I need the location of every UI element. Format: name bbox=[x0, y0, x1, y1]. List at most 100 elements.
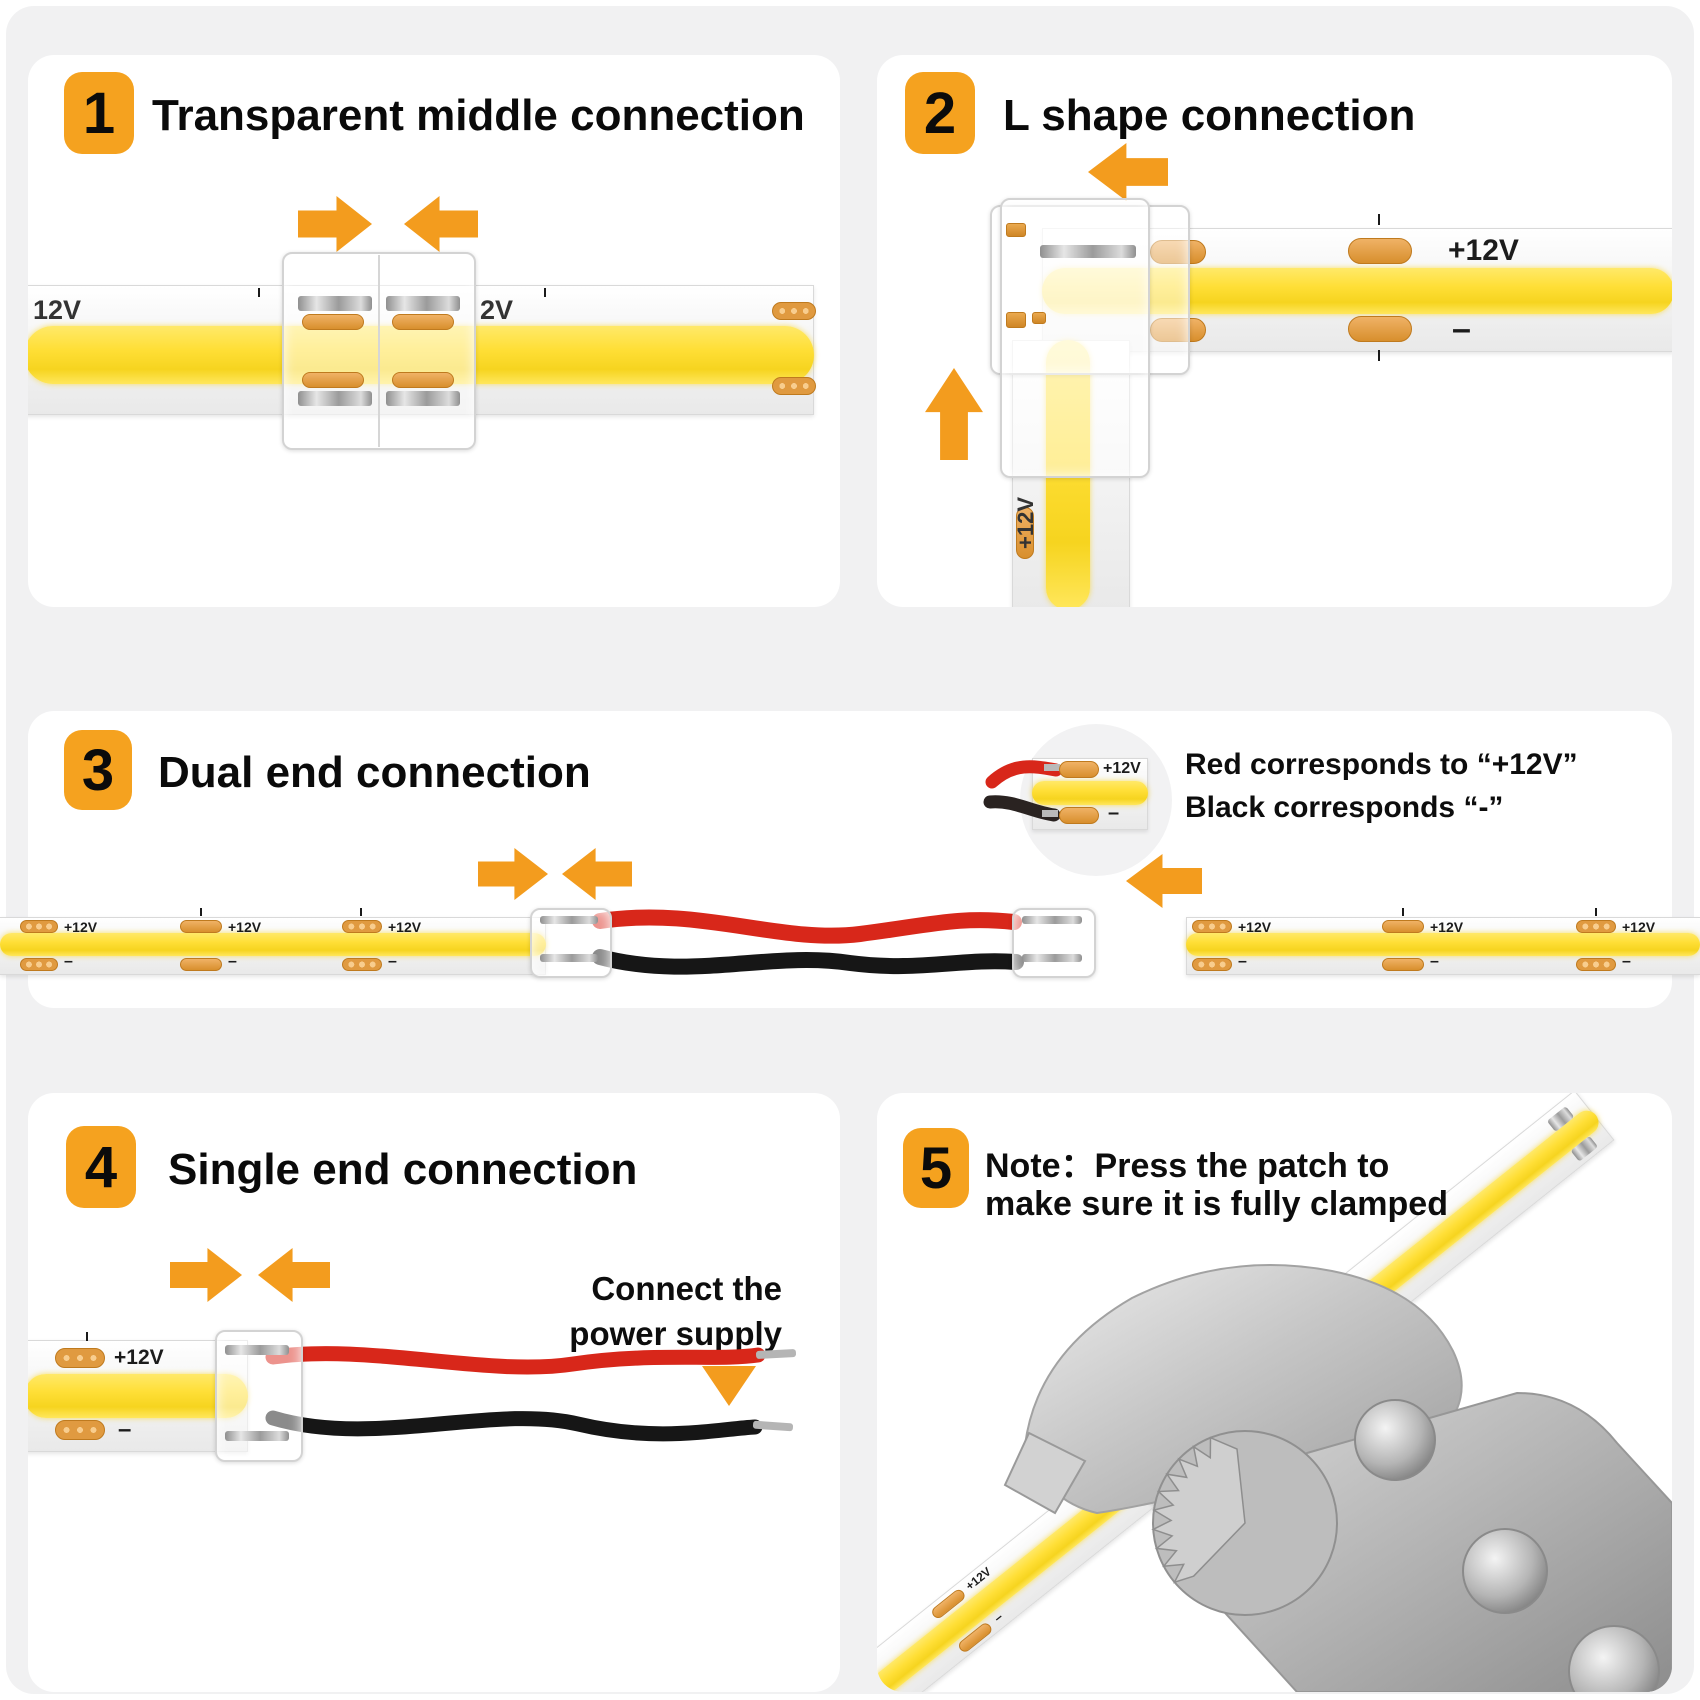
voltage-label: 2V bbox=[480, 295, 514, 325]
voltage-label: 12V bbox=[33, 295, 82, 325]
voltage-label: +12V bbox=[64, 919, 98, 935]
solder-pad bbox=[1576, 920, 1616, 933]
push-left-arrow-icon bbox=[258, 1248, 330, 1302]
push-up-arrow-icon bbox=[925, 368, 983, 460]
connector-contact bbox=[386, 296, 460, 311]
solder-pad bbox=[20, 920, 58, 933]
tick-mark bbox=[1378, 214, 1380, 225]
connector-copper-dot bbox=[1032, 312, 1046, 324]
minus-label: – bbox=[64, 953, 73, 970]
pointer-down-triangle-icon bbox=[702, 1366, 756, 1406]
connector-copper-dot bbox=[1006, 312, 1026, 328]
connector-contact bbox=[225, 1431, 289, 1441]
panel-4-single-end-connection: 4 Single end connection Connect the powe… bbox=[28, 1093, 840, 1692]
push-right-arrow-icon bbox=[170, 1248, 242, 1302]
step-1-badge: 1 bbox=[64, 72, 134, 154]
connector-contact bbox=[386, 391, 460, 406]
voltage-label-rotated: +12V bbox=[1013, 497, 1038, 549]
connector-contact bbox=[298, 296, 372, 311]
panel-5-press-note: +12V – +12V – bbox=[877, 1093, 1672, 1692]
copper-pad bbox=[1348, 316, 1412, 342]
inset-plus-pad bbox=[1059, 761, 1099, 778]
l-shape-connector-vertical bbox=[1000, 198, 1150, 478]
voltage-label: +12V bbox=[1430, 919, 1464, 935]
minus-label: – bbox=[228, 953, 237, 970]
copper-pad bbox=[392, 372, 454, 388]
copper-pad bbox=[302, 314, 364, 330]
inset-minus-label: – bbox=[1108, 802, 1120, 824]
panel-5-note-line2: make sure it is fully clamped bbox=[985, 1185, 1448, 1223]
step-5-badge: 5 bbox=[903, 1128, 969, 1208]
solder-pad bbox=[342, 920, 382, 933]
solder-pad bbox=[772, 377, 816, 395]
copper-pad bbox=[180, 958, 222, 971]
voltage-label: +12V bbox=[1448, 234, 1519, 267]
connect-power-note-line1: Connect the bbox=[591, 1270, 782, 1307]
tick-mark bbox=[258, 288, 260, 297]
push-left-arrow-icon bbox=[404, 196, 478, 252]
copper-pad bbox=[1382, 920, 1424, 933]
copper-pad bbox=[392, 314, 454, 330]
panel-4-title: Single end connection bbox=[168, 1145, 638, 1194]
inset-note-line2: Black corresponds “-” bbox=[1185, 791, 1504, 824]
voltage-label: +12V bbox=[228, 919, 262, 935]
panel-5-note-line1: Note：Press the patch to bbox=[985, 1147, 1390, 1185]
copper-pad bbox=[180, 920, 222, 933]
voltage-label: +12V bbox=[1622, 919, 1656, 935]
connector-seam bbox=[378, 255, 380, 447]
solder-pad bbox=[20, 958, 58, 971]
cob-light-bar bbox=[0, 933, 546, 956]
solder-pad bbox=[1576, 958, 1616, 971]
connector-contact bbox=[298, 391, 372, 406]
inset-minus-pad bbox=[1059, 807, 1099, 824]
panel-2-l-shape-connection: 2 L shape connection +12V – +12V bbox=[877, 55, 1672, 607]
solder-pad bbox=[1192, 958, 1232, 971]
minus-label: – bbox=[1622, 953, 1631, 970]
inset-plus-label: +12V bbox=[1103, 760, 1141, 777]
connector-contact bbox=[1040, 245, 1136, 258]
tick-mark bbox=[200, 908, 202, 916]
copper-pad bbox=[302, 372, 364, 388]
push-right-arrow-icon bbox=[298, 196, 372, 252]
voltage-label: +12V bbox=[114, 1346, 164, 1369]
tick-mark bbox=[1402, 908, 1404, 916]
connector-copper-dot bbox=[1006, 223, 1026, 237]
minus-label: – bbox=[388, 953, 397, 970]
voltage-label: +12V bbox=[388, 919, 422, 935]
step-4-badge: 4 bbox=[66, 1126, 136, 1208]
minus-label: – bbox=[990, 1609, 1006, 1626]
tick-mark bbox=[360, 908, 362, 916]
connector-contact bbox=[1022, 916, 1082, 924]
connector-contact bbox=[540, 954, 598, 962]
solder-pad bbox=[342, 958, 382, 971]
copper-pad bbox=[1016, 507, 1034, 559]
solder-pad bbox=[55, 1420, 105, 1440]
connector-contact bbox=[540, 916, 598, 924]
solder-pad bbox=[772, 302, 816, 320]
tick-mark bbox=[1595, 908, 1597, 916]
copper-pad bbox=[1382, 958, 1424, 971]
cob-light-bar bbox=[1186, 933, 1700, 956]
panel-2-title: L shape connection bbox=[1003, 91, 1416, 140]
panel-3-title: Dual end connection bbox=[158, 748, 591, 797]
inset-note-line1: Red corresponds to “+12V” bbox=[1185, 748, 1578, 781]
tick-mark bbox=[1378, 350, 1380, 361]
solder-pad bbox=[55, 1348, 105, 1368]
minus-label: – bbox=[1430, 953, 1439, 970]
panel-1-transparent-middle-connection: 1 Transparent middle connection 12V 2V bbox=[28, 55, 840, 607]
tick-mark bbox=[544, 288, 546, 297]
panel-1-title: Transparent middle connection bbox=[152, 91, 805, 140]
voltage-label: +12V bbox=[1238, 919, 1272, 935]
step-2-badge: 2 bbox=[905, 72, 975, 154]
tick-mark bbox=[86, 1332, 88, 1341]
connect-power-note-line2: power supply bbox=[569, 1315, 782, 1352]
minus-label: – bbox=[1238, 953, 1247, 970]
minus-label: – bbox=[118, 1416, 132, 1443]
connector-contact bbox=[1022, 954, 1082, 962]
copper-pad bbox=[1348, 238, 1412, 264]
connector-contact bbox=[225, 1345, 289, 1355]
cob-light-bar bbox=[28, 1374, 248, 1418]
push-left-arrow-icon bbox=[1088, 143, 1168, 201]
solder-pad bbox=[1192, 920, 1232, 933]
step-3-badge: 3 bbox=[64, 730, 132, 810]
